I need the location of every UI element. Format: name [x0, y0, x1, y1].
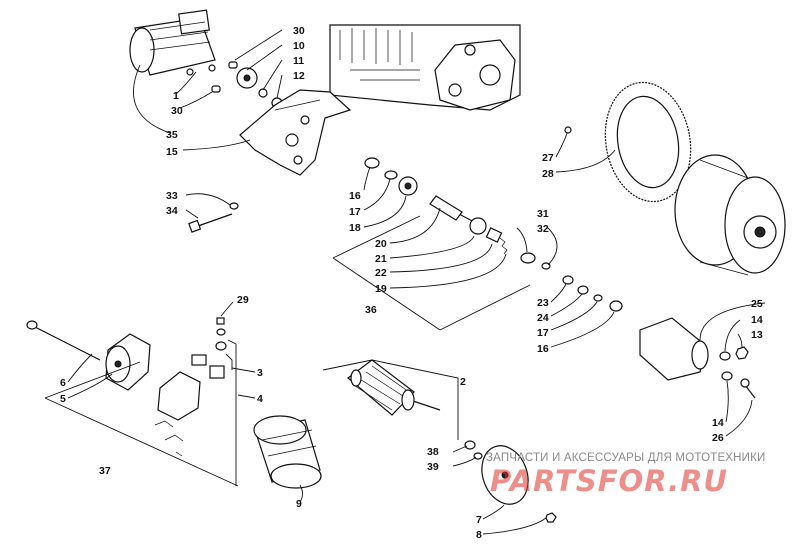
callout-15: 15 — [166, 146, 178, 158]
callout-17-upper: 17 — [349, 206, 361, 218]
callout-34: 34 — [166, 205, 178, 217]
screw-stack — [215, 317, 237, 486]
bolt-34 — [188, 202, 239, 233]
callout-35: 35 — [166, 129, 178, 141]
callout-16-upper: 16 — [349, 190, 361, 202]
callout-22: 22 — [375, 267, 387, 279]
callout-28: 28 — [542, 168, 554, 180]
callout-24: 24 — [537, 312, 549, 324]
callout-33: 33 — [166, 190, 178, 202]
callout-7: 7 — [476, 514, 482, 526]
watermark-tagline: ЗАПЧАСТИ И АКСЕССУАРЫ ДЛЯ МОТОТЕХНИКИ — [486, 452, 766, 464]
callout-30-top: 30 — [293, 25, 305, 37]
drive-shaft-group — [364, 157, 508, 255]
callout-23: 23 — [537, 297, 549, 309]
callout-25: 25 — [751, 298, 763, 310]
shaft-washers — [520, 252, 623, 312]
callout-14-upper: 14 — [751, 314, 763, 326]
engine-block — [329, 24, 521, 111]
callout-3: 3 — [257, 367, 263, 379]
ring-gear — [564, 81, 692, 203]
callout-6: 6 — [60, 377, 66, 389]
callout-1: 1 — [173, 90, 179, 102]
group-line-2 — [322, 359, 459, 440]
end-plate-parts — [464, 440, 557, 523]
motor-yoke — [253, 415, 322, 489]
watermark-logo: PARTSFOR.RU — [490, 464, 728, 498]
callout-31: 31 — [537, 208, 549, 220]
armature — [347, 359, 441, 416]
end-housing — [639, 317, 756, 399]
callout-8: 8 — [476, 529, 482, 541]
callout-19: 19 — [375, 283, 387, 295]
callout-labels: 30 10 11 12 1 30 35 15 33 34 16 17 18 20… — [60, 25, 763, 541]
clutch-pulley — [674, 154, 786, 276]
callout-27: 27 — [542, 152, 554, 164]
callout-37: 37 — [99, 465, 111, 477]
callout-32: 32 — [537, 223, 549, 235]
callout-16-lower: 16 — [537, 343, 549, 355]
callout-5: 5 — [60, 393, 66, 405]
callout-18: 18 — [349, 222, 361, 234]
callout-39: 39 — [427, 461, 439, 473]
through-bolt — [26, 320, 101, 361]
callout-17-lower: 17 — [537, 327, 549, 339]
brush-plate — [154, 354, 225, 457]
callout-4: 4 — [257, 393, 263, 405]
leader-lines — [67, 29, 766, 535]
group-line-37 — [44, 361, 239, 487]
callout-11: 11 — [293, 55, 304, 67]
callout-9: 9 — [296, 498, 302, 510]
callout-26: 26 — [712, 432, 724, 444]
callout-21: 21 — [375, 253, 387, 265]
starter-fasteners — [211, 61, 283, 109]
callout-38: 38 — [427, 446, 439, 458]
end-cap — [105, 333, 151, 391]
callout-36: 36 — [365, 304, 377, 316]
callout-14-lower: 14 — [712, 417, 724, 429]
callout-10: 10 — [293, 40, 305, 52]
mount-bracket — [239, 89, 352, 176]
callout-30-bottom: 30 — [171, 105, 183, 117]
starter-motor-assembly — [129, 9, 216, 76]
callout-29: 29 — [237, 294, 249, 306]
callout-12: 12 — [293, 70, 305, 82]
callout-20: 20 — [375, 238, 387, 250]
callout-13: 13 — [751, 329, 763, 341]
group-line-36 — [332, 215, 531, 331]
callout-2: 2 — [460, 376, 466, 388]
